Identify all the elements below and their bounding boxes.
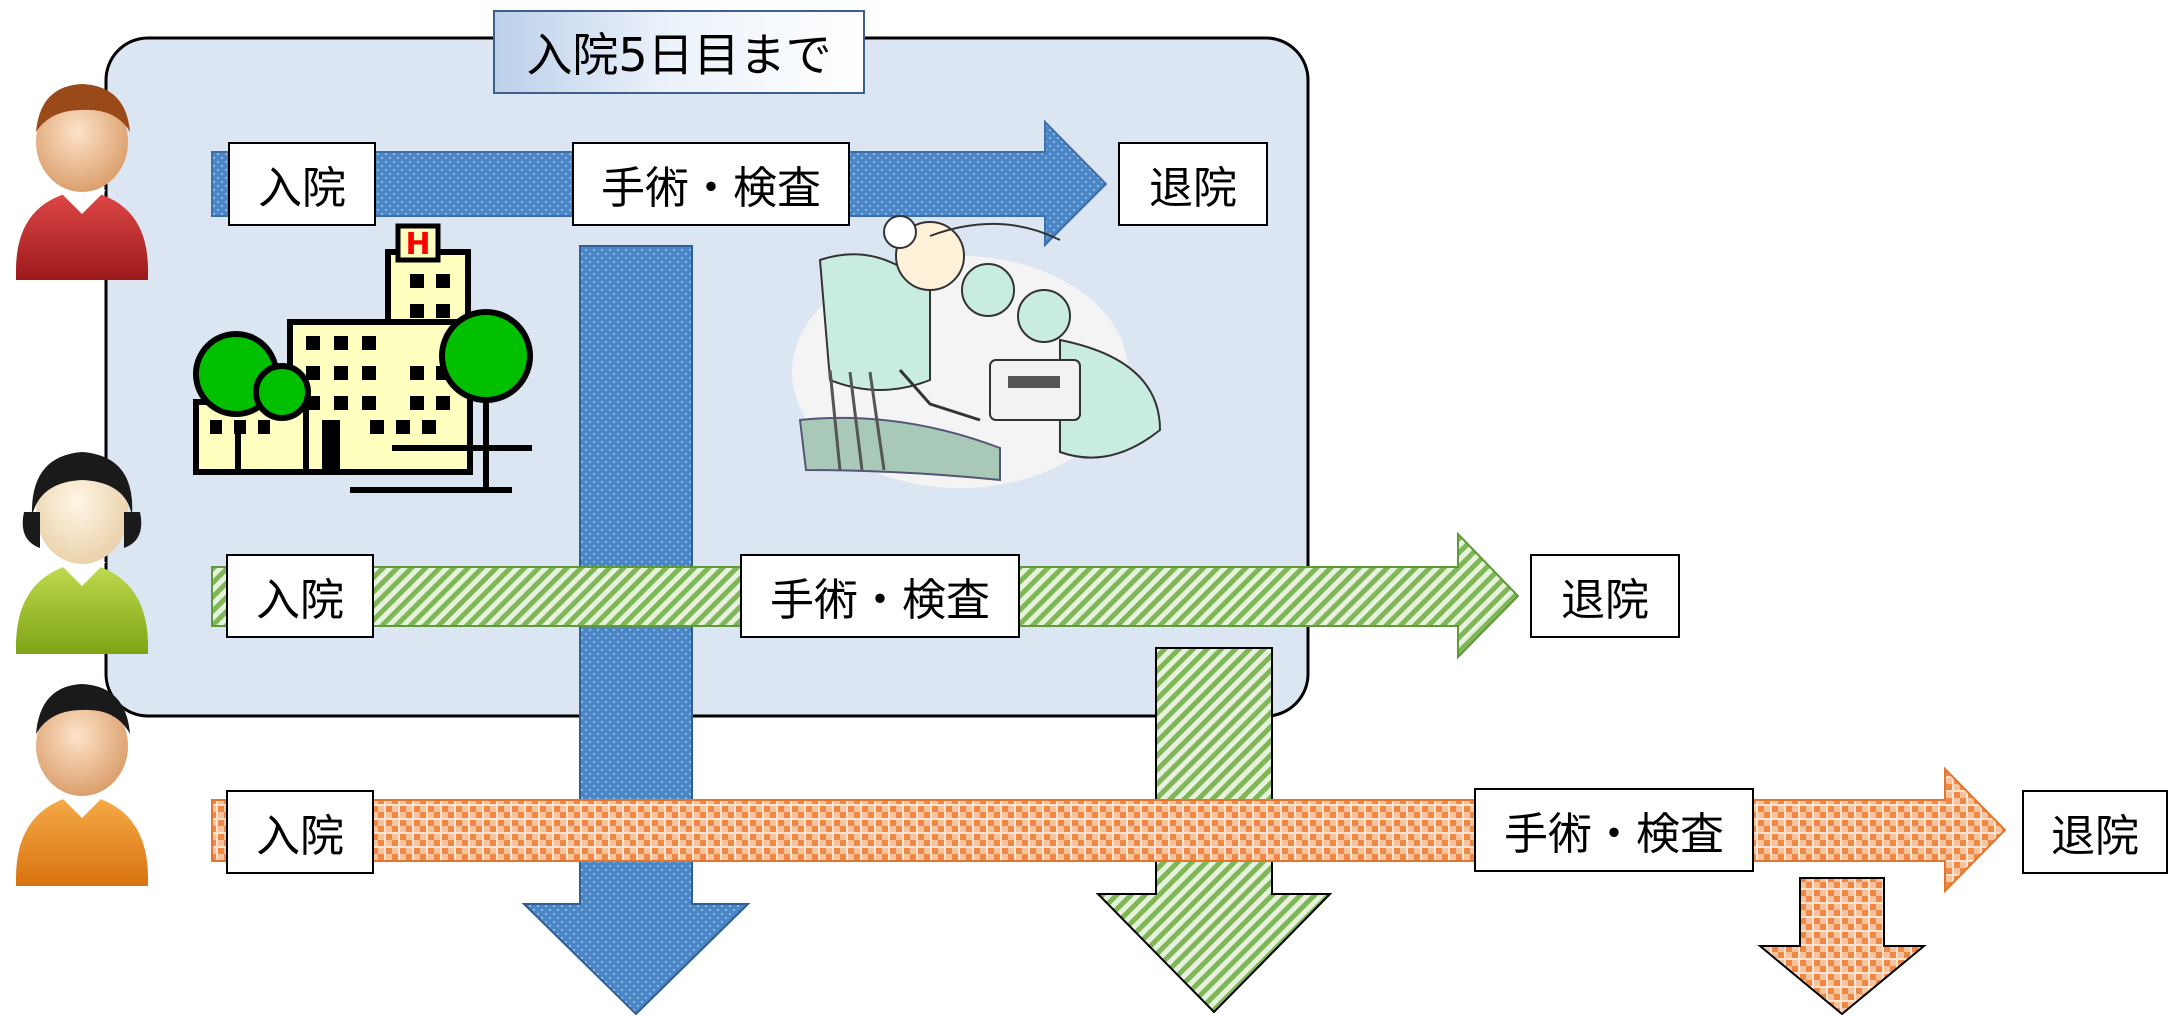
hospital-icon: H [193, 223, 533, 493]
surgery-illustration [792, 215, 1162, 488]
person-icon-3 [16, 684, 148, 886]
person-icon-2 [16, 452, 148, 654]
person-icon-1 [16, 84, 148, 280]
row3-procedure-label: 手術・検査 [1474, 788, 1754, 872]
row3-down-arrow [1757, 877, 1927, 1016]
row3-admission-label: 入院 [226, 790, 374, 874]
row1-admission-label: 入院 [228, 142, 376, 226]
row3-discharge-label: 退院 [2022, 790, 2168, 874]
row2-admission-label: 入院 [226, 554, 374, 638]
row2-discharge-label: 退院 [1530, 554, 1680, 638]
row1-procedure-label: 手術・検査 [572, 142, 850, 226]
row2-procedure-label: 手術・検査 [740, 554, 1020, 638]
row1-discharge-label: 退院 [1118, 142, 1268, 226]
period-title: 入院5日目まで [493, 10, 865, 94]
hospital-sign: H [405, 227, 430, 262]
